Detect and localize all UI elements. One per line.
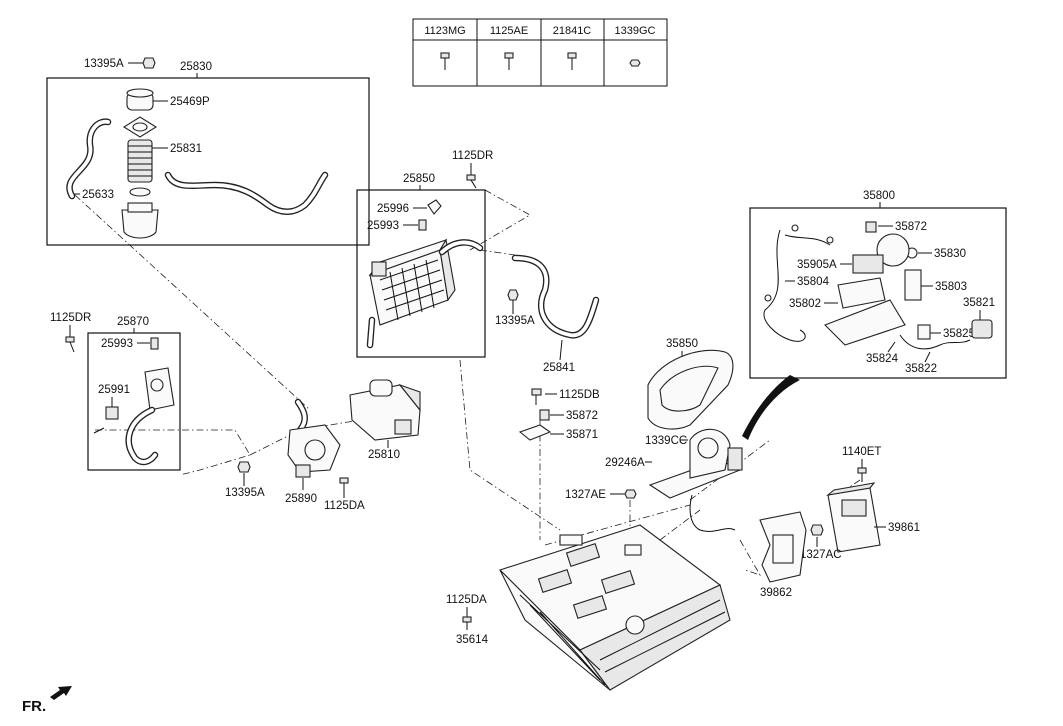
label-1125DR-top: 1125DR [452,150,493,162]
bolt-1125DB [531,388,542,405]
nut-icon [629,59,641,67]
sensor-25993-b [150,337,159,350]
water-pump-25890 [287,398,341,478]
hose-25841-link [438,239,484,256]
coolant-hose-left [66,118,112,200]
label-35824: 35824 [866,353,899,365]
filter-housing [121,202,159,239]
label-35821: 35821 [963,297,995,309]
label-25996: 25996 [377,203,409,215]
nut-13395A-low [237,461,251,473]
shifter-base [648,428,743,532]
fastener-code-1: 1123MG [424,25,465,37]
label-25993-b: 25993 [101,338,133,350]
label-25830: 25830 [180,61,212,73]
fastener-code-4: 1339GC [615,25,656,37]
bracket-39862 [759,511,807,583]
label-13395A-low: 13395A [225,487,265,499]
bracket-35871 [518,424,552,441]
o-ring [129,187,151,197]
label-13395A-top: 13395A [84,58,124,70]
label-35804: 35804 [797,276,830,288]
bolt-1125DA-a [339,477,349,490]
label-35872-a: 35872 [895,221,927,233]
label-1125DB: 1125DB [559,389,600,401]
label-1125DA-a: 1125DA [324,500,365,512]
label-25469P: 25469P [170,96,210,108]
filter-cap-25469P [126,88,154,111]
label-1140ET: 1140ET [842,446,881,458]
nut-13395A [142,57,156,69]
nut-13395A-mid [507,289,519,301]
shift-cover-35850 [647,349,734,430]
assembly-box-35800 [749,207,1007,379]
label-35850: 35850 [666,338,698,350]
label-25831: 25831 [170,143,202,155]
label-39862: 39862 [760,587,792,599]
label-25633: 25633 [82,189,114,201]
bolt-icon [567,52,577,70]
bolt-1125DA-b [462,616,472,630]
front-arrow-icon [50,686,72,700]
bolt-1125DR-left [65,336,75,353]
fastener-code-3: 21841C [553,25,592,37]
sensor-35872-b [539,409,550,421]
battery-pack [498,524,731,691]
label-35872-b: 35872 [566,410,598,422]
bracket-25991 [105,406,119,420]
fastener-code-2: 1125AE [490,25,528,37]
assembly-box-25830 [46,77,370,246]
control-unit-39861 [826,482,881,553]
coolant-hose-right [164,171,329,215]
assembly-box-25850 [356,189,486,358]
bolt-small [93,427,105,434]
label-25890: 25890 [285,493,317,505]
label-29246A: 29246A [605,457,645,469]
leader-arrow [742,375,800,440]
label-1327AC: 1327AC [800,549,842,561]
label-1327AE: 1327AE [565,489,606,501]
sensor-25993-a [418,219,427,231]
bolt-icon [440,52,450,70]
label-35800: 35800 [863,190,895,202]
label-1339CC: 1339CC [645,435,687,447]
label-13395A-mid: 13395A [495,315,535,327]
sensor-35872-a [865,221,877,233]
label-25870: 25870 [117,316,149,328]
label-35825: 35825 [943,328,975,340]
label-35905A: 35905A [797,259,837,271]
label-25841: 25841 [543,362,575,374]
shifter-assembly-35800 [763,224,993,350]
bolt-1125DR-top [466,174,477,189]
gasket [122,116,158,138]
label-35871: 35871 [566,429,598,441]
label-35803: 35803 [935,281,967,293]
fastener-table: 1123MG 1125AE 21841C 1339GC [412,18,668,87]
label-1125DR-left: 1125DR [50,312,91,324]
valve-assembly-25870 [125,367,175,466]
label-35822: 35822 [905,363,937,375]
label-25993-a: 25993 [367,220,399,232]
nut-1327AE [624,489,637,499]
hose-25841 [511,254,600,339]
label-25991: 25991 [98,384,130,396]
label-25850: 25850 [403,173,435,185]
assembly-guide-lines [74,189,861,576]
fitting-25996 [427,199,442,215]
heater-25850 [366,238,456,349]
bolt-icon [504,52,514,70]
label-25810: 25810 [368,449,400,461]
label-35802: 35802 [789,298,821,310]
label-35614: 35614 [456,634,489,646]
label-35830: 35830 [934,248,966,260]
bolt-1140ET [857,467,867,482]
filter-element-25831 [127,139,153,183]
label-39861: 39861 [888,522,920,534]
nut-1327AC [810,524,824,536]
module-25810 [349,379,421,441]
label-1125DA-b: 1125DA [446,594,487,606]
front-direction-label: FR. [22,698,46,715]
